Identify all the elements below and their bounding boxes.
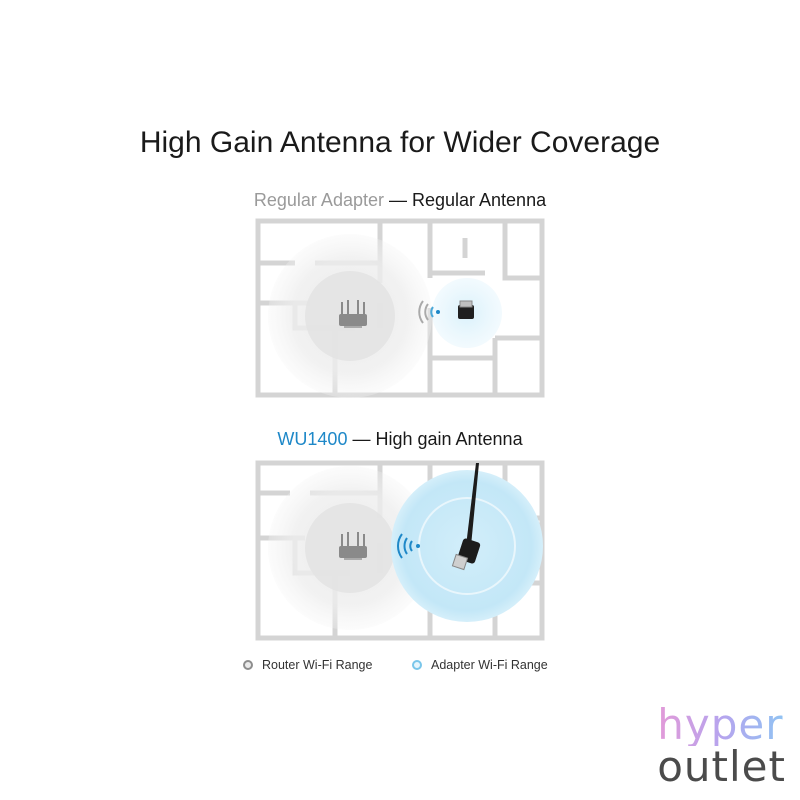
regular-adapter-label: Regular Adapter: [253, 190, 384, 210]
wu1400-label: WU1400: [277, 429, 348, 449]
regular-antenna-label: — Regular Antenna: [383, 190, 547, 210]
logo-line1: hyper: [657, 704, 786, 746]
wifi-signal-icon: [397, 533, 420, 559]
logo-line2: outlet: [657, 742, 786, 791]
legend-adapter-label: Adapter Wi-Fi Range: [431, 658, 548, 672]
router-range-swatch: [243, 660, 253, 670]
antenna-icon: [451, 463, 481, 571]
regular-coverage-floorplan: [255, 218, 545, 398]
high-gain-antenna-label: — High gain Antenna: [347, 429, 523, 449]
adapter-range-swatch: [412, 660, 422, 670]
highgain-coverage-floorplan: [255, 458, 545, 648]
router-icon: [339, 532, 367, 560]
wu1400-heading: WU1400 — High gain Antenna: [0, 429, 800, 450]
router-icon: [339, 300, 367, 328]
legend-router: Router Wi-Fi Range: [243, 658, 372, 672]
wifi-signal-icon: [418, 300, 440, 324]
usb-adapter-icon: [458, 300, 474, 319]
regular-adapter-heading: Regular Adapter — Regular Antenna: [0, 190, 800, 211]
hyper-outlet-logo: hyper outlet: [657, 704, 786, 788]
page-title: High Gain Antenna for Wider Coverage: [139, 126, 661, 159]
legend-adapter: Adapter Wi-Fi Range: [412, 658, 548, 672]
legend-router-label: Router Wi-Fi Range: [262, 658, 373, 672]
